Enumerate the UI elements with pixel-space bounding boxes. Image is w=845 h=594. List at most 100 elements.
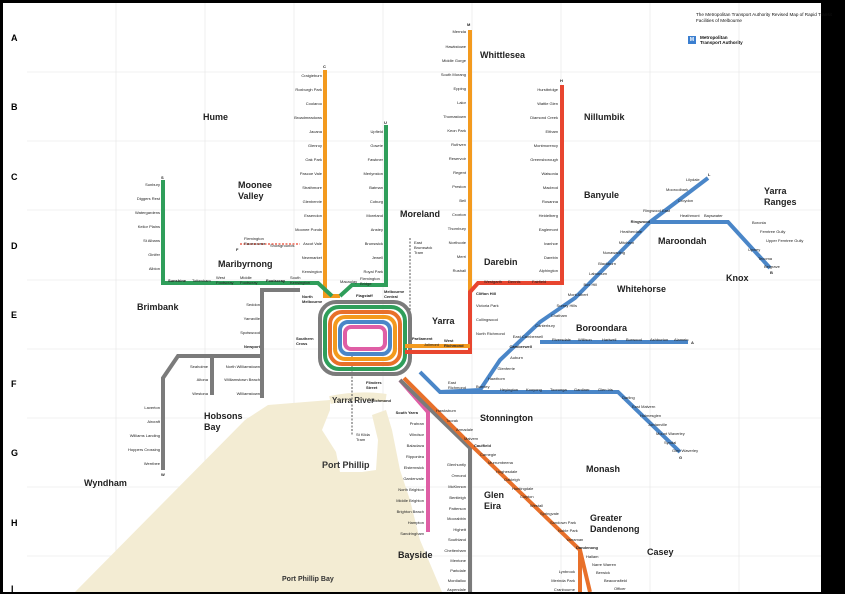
station-label: Malvern [464,436,479,441]
region-greater-dandenong: Greater Dandenong [590,513,640,534]
station-label: Alamein [674,337,689,342]
station-label: Nunawading [602,250,625,255]
station-label: Merlynston [363,171,383,176]
terminal-a: A [691,340,694,345]
station-label: Newport [244,344,260,349]
row-margin [3,3,27,592]
row-label-d: D [11,241,18,251]
station-label: Clifton Hill [476,291,496,296]
station-label: Ascot Vale [303,241,322,246]
station-label: Gowrie [370,143,383,148]
region-moreland: Moreland [400,209,441,219]
terminal-m: M [467,22,471,27]
station-label: Lynbrook [558,569,575,574]
station-label: Syndal [664,440,677,445]
station-label: Darebin [543,255,558,260]
station-label: Armadale [456,427,474,432]
station-label: Dandenong [576,545,598,550]
station-label: Sunshine [168,278,187,283]
station-label: Fairfield [532,279,547,284]
station-label: Diamond Creek [530,115,558,120]
station-label: Craigieburn [301,73,322,78]
station-label: Merri [456,254,466,259]
station-label: Berwick [596,570,611,575]
station-label: Anstey [370,227,383,232]
station-label: Westona [192,391,208,396]
station-label: Kooyong [526,387,542,392]
station-label: Rosanna [541,199,558,204]
station-label: Flemington Bridge [360,276,380,286]
station-label: Murrumbeena [488,460,513,465]
station-label: Hartwell [602,337,617,342]
station-label: Laverton [144,405,160,410]
station-label: Hawthorn [487,376,505,381]
station-label: Camberwell [509,344,532,349]
station-label: Reservoir [448,156,466,161]
station-label: Coburg [369,199,383,204]
station-label: Westall [530,503,544,508]
station-label: Roxburgh Park [295,87,322,92]
region-maroondah: Maroondah [658,236,707,246]
terminal-f: F [236,247,239,252]
station-label: Middle Footscray [240,275,258,285]
station-label: Mount Waverley [656,431,685,436]
line-werribee [161,288,300,470]
station-label: Narre Warren [592,562,617,567]
station-label: Surrey Hills [556,303,577,308]
terminal-s: S [161,175,164,180]
station-label: Greensborough [530,157,558,162]
region-hume: Hume [203,112,229,122]
station-label: Royal Park [363,269,383,274]
station-label: Jordanville [648,422,668,427]
region-wyndham: Wyndham [84,478,127,488]
station-label: Heyington [500,387,519,392]
port-phillip-bay [75,400,442,592]
station-label: Watergardens [135,210,160,215]
terminal-u: U [384,120,387,125]
station-label: Diggers Rest [136,196,160,201]
station-label: West Footscray [216,275,234,285]
station-label: Seaholme [189,364,208,369]
station-label: Jolimont [424,342,439,347]
station-label: South Kensington [290,275,311,285]
station-label: Flemington Racecourse [244,236,266,246]
station-label: Moreland [366,213,383,218]
station-label: Coolaroo [305,101,322,106]
row-label-i: I [11,584,14,594]
station-label: Moonee Ponds [295,227,322,232]
station-label: Merinda Park [551,578,575,583]
station-label: Tottenham [192,278,211,283]
station-label: Prahran [409,421,424,426]
station-label: Mont Albert [567,292,588,297]
line-dandenong [402,376,592,592]
station-label: Hawkstowe [445,44,466,49]
station-label: Lilydale [686,177,700,182]
station-label: Southern Cross [296,336,314,346]
station-label: Ringwood East [643,208,670,213]
station-label: Ashburton [650,337,669,342]
station-label: Auburn [510,355,523,360]
station-label: Jewell [371,255,383,260]
station-label: Mentone [450,558,466,563]
station-label: Collingwood [476,317,498,322]
station-label: Noble Park [558,528,578,533]
station-label: Glenhuntly [446,462,466,467]
station-label: Bentleigh [449,495,466,500]
station-label: Heidelberg [538,213,558,218]
station-label: Chatham [550,313,567,318]
station-label: Balaclava [406,443,424,448]
station-label: Victoria Park [476,303,499,308]
terminal-g: G [679,455,683,460]
station-label: Watsonia [541,171,558,176]
station-label: Hawksburn [436,408,457,413]
region-maribyrnong: Maribyrnong [218,259,273,269]
label-yarra-river: Yarra River [332,396,375,405]
station-label: Fawkner [367,157,383,162]
station-label: Mitcham [618,240,634,245]
map-paper [27,3,821,592]
station-label: Werribee [143,461,160,466]
station-label: Williams Landing [129,433,160,438]
station-label: Clayton [520,494,534,499]
